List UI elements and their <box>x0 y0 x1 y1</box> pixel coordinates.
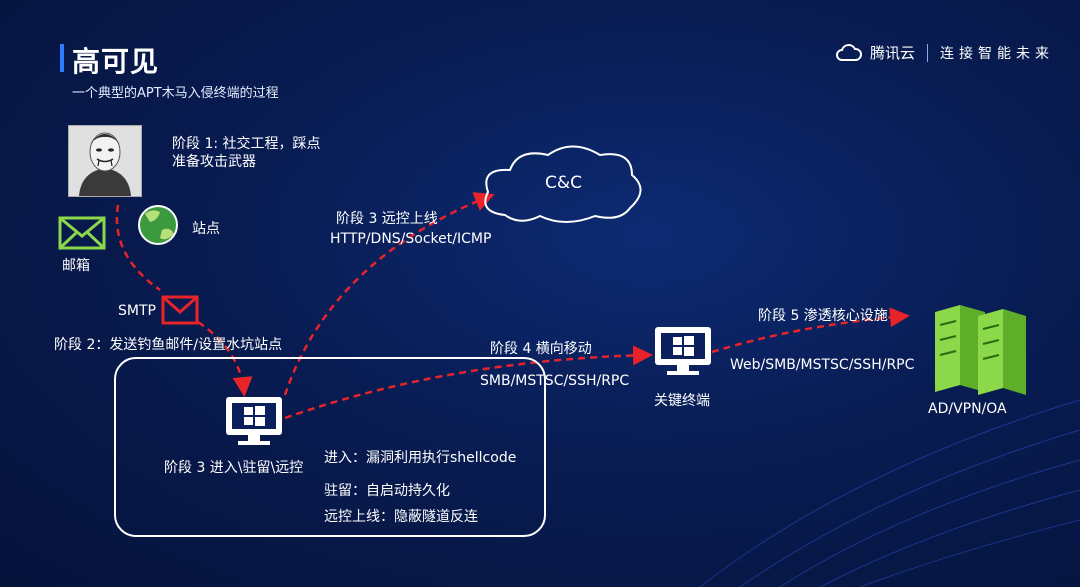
arrow-victim-to-terminal <box>284 345 653 420</box>
brand-header: 腾讯云 连接智能未来 <box>836 42 1054 63</box>
decorative-wave-lines <box>699 399 1080 587</box>
cloud-logo-icon <box>836 43 862 61</box>
stage3-detail-persistence: 驻留：自启动持久化 <box>324 483 450 499</box>
cnc-label: C&C <box>545 173 582 193</box>
stage4-protocols: SMB/MSTSC/SSH/RPC <box>480 373 630 389</box>
stage1-label-line2: 准备攻击武器 <box>172 154 256 170</box>
arrow-terminal-to-servers <box>711 307 910 354</box>
brand-name: 腾讯云 <box>870 44 916 62</box>
slide-subtitle: 一个典型的APT木马入侵终端的过程 <box>72 86 279 101</box>
site-label: 站点 <box>192 221 220 237</box>
arrow-stage1-to-smtp <box>115 204 161 292</box>
stage4-label: 阶段 4 横向移动 <box>490 341 592 357</box>
smtp-mail-icon <box>161 295 199 325</box>
hacker-avatar <box>68 125 142 197</box>
stage3-detail-remote: 远控上线：隐蔽隧道反连 <box>324 509 478 525</box>
cnc-cloud-icon <box>484 145 642 223</box>
mail-icon <box>58 216 106 250</box>
key-terminal-label: 关键终端 <box>654 393 710 409</box>
stage2-label: 阶段 2：发送钓鱼邮件/设置水坑站点 <box>54 337 283 353</box>
stage3-box-label: 阶段 3 进入\驻留\远控 <box>164 460 304 476</box>
key-terminal-icon <box>655 327 711 375</box>
arrow-smtp-to-victim <box>197 320 253 397</box>
server-rack-icon <box>935 305 1026 395</box>
anonymous-mask-icon <box>69 126 141 196</box>
globe-icon <box>138 205 178 245</box>
stage5-label: 阶段 5 渗透核心设施 <box>758 308 888 324</box>
stage3-remote-protocols: HTTP/DNS/Socket/ICMP <box>330 231 492 247</box>
target-systems-label: AD/VPN/OA <box>928 401 1007 417</box>
arrow-victim-to-cnc <box>283 192 495 396</box>
compromised-host-box <box>114 357 546 537</box>
stage5-protocols: Web/SMB/MSTSC/SSH/RPC <box>730 357 915 373</box>
victim-computer-icon <box>226 397 282 445</box>
stage3-remote-label: 阶段 3 远控上线 <box>336 211 438 227</box>
brand-separator <box>927 43 929 62</box>
brand-slogan: 连接智能未来 <box>940 45 1055 62</box>
stage1-label-line1: 阶段 1: 社交工程，踩点 <box>172 136 321 152</box>
smtp-label: SMTP <box>118 303 156 319</box>
slide-title: 高可见 <box>72 45 160 78</box>
title-accent-bar <box>60 44 64 72</box>
mail-label: 邮箱 <box>62 258 90 274</box>
stage3-detail-entry: 进入：漏洞利用执行shellcode <box>324 450 517 466</box>
